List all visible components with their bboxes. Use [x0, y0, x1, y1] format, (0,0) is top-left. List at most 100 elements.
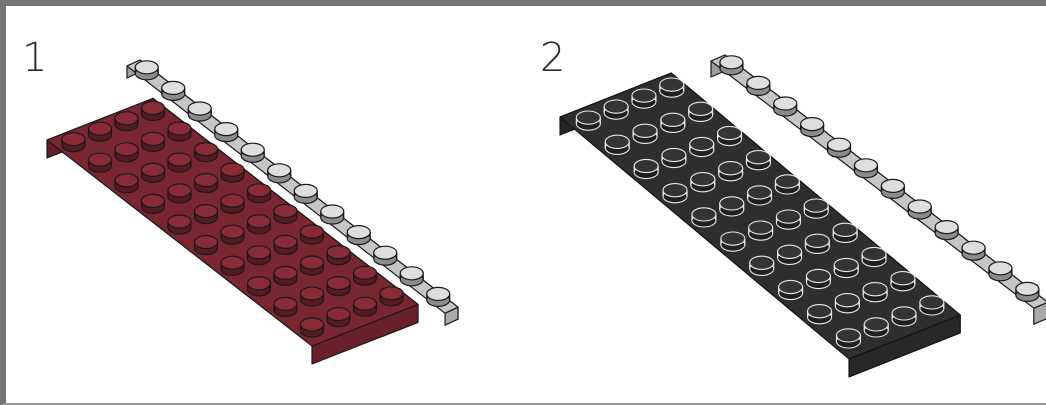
- step-2-number: 2: [540, 38, 565, 78]
- stud: [354, 266, 377, 285]
- stud: [321, 205, 344, 224]
- stud: [400, 267, 423, 286]
- stud: [660, 78, 684, 97]
- stud: [663, 184, 687, 203]
- stud: [721, 232, 745, 251]
- stud: [327, 308, 350, 327]
- stud: [828, 138, 851, 157]
- stud: [776, 210, 800, 229]
- stud: [162, 81, 185, 100]
- stud: [168, 122, 191, 141]
- stud: [779, 280, 803, 299]
- stud: [775, 175, 799, 194]
- stud: [634, 159, 658, 178]
- stud: [604, 100, 628, 119]
- stud: [920, 296, 944, 315]
- stud: [719, 162, 743, 181]
- stud: [115, 143, 138, 162]
- stud: [301, 225, 324, 244]
- stud: [834, 258, 858, 277]
- stud: [347, 226, 370, 245]
- stud: [274, 297, 297, 316]
- stud: [354, 297, 377, 316]
- stud: [248, 215, 271, 234]
- stud: [749, 221, 773, 240]
- stud: [633, 124, 657, 143]
- stud: [374, 246, 397, 265]
- stud: [380, 287, 403, 306]
- stud: [327, 277, 350, 296]
- stud: [746, 151, 770, 170]
- stud: [892, 307, 916, 326]
- stud: [835, 294, 859, 313]
- stud: [576, 111, 600, 130]
- stud: [747, 76, 770, 95]
- stud: [274, 266, 297, 285]
- stud: [427, 287, 450, 306]
- dark-base-plate: [560, 73, 960, 377]
- stud: [808, 305, 832, 324]
- stud: [188, 102, 211, 121]
- stud: [989, 262, 1012, 281]
- stud: [327, 246, 350, 265]
- stud: [806, 269, 830, 288]
- stud: [908, 200, 931, 219]
- stud: [691, 173, 715, 192]
- stud: [690, 137, 714, 156]
- stud: [168, 153, 191, 172]
- stud: [135, 61, 158, 80]
- stud: [248, 277, 271, 296]
- step-1-number: 1: [22, 38, 47, 78]
- stud: [862, 247, 886, 266]
- stud: [881, 179, 904, 198]
- stud: [142, 194, 165, 213]
- stud: [692, 208, 716, 227]
- stud: [241, 143, 264, 162]
- stud: [274, 235, 297, 254]
- stud: [720, 197, 744, 216]
- step-2-illustration: [560, 55, 1046, 377]
- stud: [605, 135, 629, 154]
- stud: [801, 118, 824, 137]
- stud: [778, 245, 802, 264]
- stud: [62, 133, 85, 152]
- stud: [1016, 282, 1039, 301]
- stud: [221, 256, 244, 275]
- stud: [142, 132, 165, 151]
- stud: [195, 174, 218, 193]
- stud: [863, 283, 887, 302]
- stud: [301, 256, 324, 275]
- stud: [221, 194, 244, 213]
- stud: [168, 215, 191, 234]
- stud: [720, 56, 743, 75]
- stud: [718, 126, 742, 145]
- step-1-illustration: [47, 60, 458, 364]
- stud: [805, 234, 829, 253]
- stud: [750, 256, 774, 275]
- stud: [962, 241, 985, 260]
- stud: [248, 246, 271, 265]
- stud: [833, 223, 857, 242]
- stud: [836, 329, 860, 348]
- stud: [115, 112, 138, 131]
- stud: [748, 186, 772, 205]
- stud: [891, 272, 915, 291]
- stud: [935, 221, 958, 240]
- stud: [274, 204, 297, 223]
- stud: [632, 89, 656, 108]
- stud: [301, 287, 324, 306]
- stud: [115, 174, 138, 193]
- stud: [294, 184, 317, 203]
- stud: [221, 225, 244, 244]
- stud: [221, 163, 244, 182]
- stud: [215, 123, 238, 142]
- stud: [89, 153, 112, 172]
- stud: [804, 199, 828, 218]
- stud: [854, 159, 877, 178]
- stud: [195, 143, 218, 162]
- stud: [168, 184, 191, 203]
- stud: [661, 113, 685, 132]
- stud: [689, 102, 713, 121]
- stud: [774, 97, 797, 116]
